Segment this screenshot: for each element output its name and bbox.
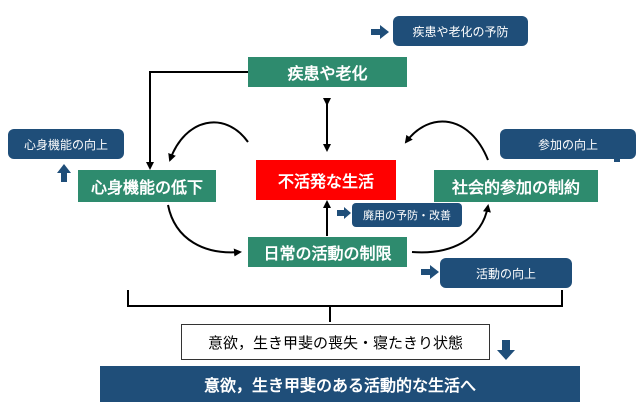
disease-to-decline-arrow	[146, 71, 248, 170]
goal-banner: 意欲，生き甲斐のある活動的な生活へ	[100, 366, 580, 402]
inactive-life-box: 不活発な生活	[256, 160, 396, 200]
disuse-prevention-box: 廃用の予防・改善	[352, 203, 462, 227]
arrow-right-icon	[421, 265, 439, 279]
loss-state-box: 意欲，生き甲斐の喪失・寝たきり状態	[181, 324, 490, 360]
arrow-down-icon	[497, 340, 515, 360]
right-upper-arc	[404, 120, 489, 161]
arrow-right-icon	[371, 25, 389, 39]
summary-bracket	[127, 290, 563, 307]
disease-prevention-box: 疾患や老化の予防	[393, 16, 528, 46]
mind-body-improvement-box: 心身機能の向上	[8, 129, 124, 159]
disease-aging-box: 疾患や老化	[248, 57, 407, 87]
participation-improvement-box: 参加の向上	[500, 129, 636, 159]
activity-improvement-box: 活動の向上	[440, 258, 572, 288]
mind-body-decline-box: 心身機能の低下	[78, 170, 216, 202]
right-lower-arc	[411, 204, 491, 254]
arrow-up-icon	[57, 164, 71, 182]
social-restriction-box: 社会的参加の制約	[434, 170, 598, 202]
daily-activity-limit-box: 日常の活動の制限	[248, 237, 407, 267]
left-upper-arc	[168, 121, 249, 162]
left-lower-arc	[167, 204, 242, 257]
arrow-right-icon	[337, 207, 351, 219]
